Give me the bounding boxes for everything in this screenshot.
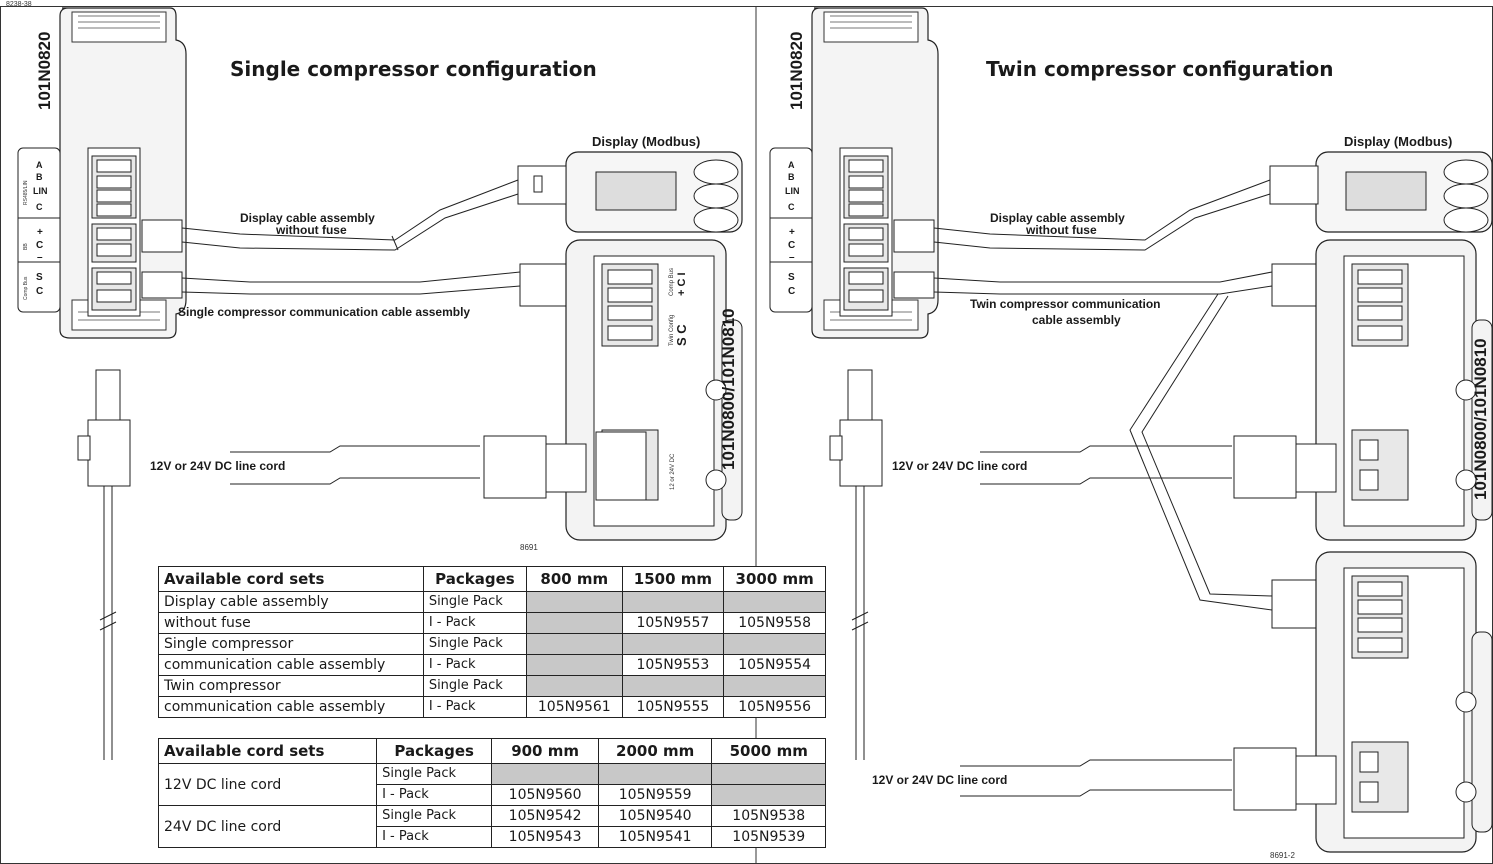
right-compressor-part: 101N0800/101N0810 <box>1471 338 1490 500</box>
display-label: Display (Modbus) <box>592 134 700 149</box>
display-unit <box>565 151 743 233</box>
left-title: Single compressor configuration <box>230 57 597 81</box>
svg-text:–: – <box>37 252 43 263</box>
table-row: Twin compressor Single Pack <box>158 675 826 697</box>
left-controller-part: 101N0820 <box>35 32 54 110</box>
svg-text:+ C I: + C I <box>676 272 688 296</box>
svg-text:Comp Bus: Comp Bus <box>669 268 675 296</box>
figure-id: 8238-38 <box>6 1 32 8</box>
svg-text:S: S <box>36 272 43 283</box>
right-panel: Twin compressor configuration 101N0820 A… <box>769 7 1493 860</box>
svg-text:S: S <box>788 272 795 283</box>
left-compressor-part: 101N0800/101N0810 <box>719 308 738 470</box>
svg-text:C: C <box>36 202 43 212</box>
twin-comm-label-2: cable assembly <box>1032 313 1121 327</box>
comm-cable-label: Single compressor communication cable as… <box>178 305 470 319</box>
svg-text:12 or 24V DC: 12 or 24V DC <box>670 453 676 490</box>
line-cord-right-1 <box>980 435 1337 499</box>
table-header: Available cord sets Packages 800 mm 1500… <box>158 566 826 592</box>
compressor-unit <box>565 239 743 541</box>
svg-text:LIN: LIN <box>785 186 800 196</box>
terminal-label-strip: A B LIN C + C – S C RS485/LIN BB Comp Bu… <box>23 160 48 300</box>
line-cord-label-right-1: 12V or 24V DC line cord <box>892 459 1027 473</box>
svg-text:C: C <box>788 240 795 251</box>
svg-text:C: C <box>788 286 795 297</box>
display-cable <box>141 179 519 253</box>
cord-sets-table-1: Available cord sets Packages 800 mm 1500… <box>158 566 826 718</box>
table-row: I - Pack 105N9543 105N9541 105N9539 <box>159 826 826 848</box>
display-label-right: Display (Modbus) <box>1344 134 1452 149</box>
display-unit-right <box>1315 151 1493 233</box>
cord-sets-table-2: Available cord sets Packages 900 mm 2000… <box>157 738 826 848</box>
right-ref: 8691-2 <box>1270 851 1295 860</box>
terminal-label-strip-right: A B LIN C + C – S C <box>785 160 800 297</box>
table-row: 12V DC line cord Single Pack <box>157 763 826 806</box>
svg-text:BB: BB <box>23 243 29 250</box>
svg-text:–: – <box>789 252 795 263</box>
table-row: I - Pack 105N9560 105N9559 <box>159 784 826 806</box>
svg-text:C: C <box>36 240 43 251</box>
frame-border <box>0 6 1493 864</box>
svg-text:Comp Bus: Comp Bus <box>23 276 29 300</box>
svg-text:A: A <box>36 160 43 170</box>
table-row: communication cable assembly I - Pack 10… <box>158 696 826 718</box>
svg-text:C: C <box>36 286 43 297</box>
line-cord-label: 12V or 24V DC line cord <box>150 459 285 473</box>
twin-comm-cable <box>893 263 1321 629</box>
table-row: Display cable assembly Single Pack <box>158 591 826 613</box>
left-ref: 8691 <box>520 543 538 552</box>
table-row: communication cable assembly I - Pack 10… <box>158 654 826 676</box>
svg-text:B: B <box>36 172 43 182</box>
display-cable-label-2: without fuse <box>275 223 347 237</box>
line-cord <box>230 431 647 501</box>
right-controller-part: 101N0820 <box>787 32 806 110</box>
svg-text:+: + <box>789 227 795 238</box>
line-cord-label-right-2: 12V or 24V DC line cord <box>872 773 1007 787</box>
table-row: without fuse I - Pack 105N9557 105N9558 <box>158 612 826 634</box>
right-title: Twin compressor configuration <box>986 57 1334 81</box>
svg-text:S C: S C <box>674 324 689 346</box>
table-row: 24V DC line cord Single Pack 105N9542 10… <box>157 805 826 848</box>
display-cable-label-1: Display cable assembly <box>240 211 375 225</box>
svg-text:B: B <box>788 172 795 182</box>
table-header: Available cord sets Packages 900 mm 2000… <box>157 738 826 764</box>
svg-text:RS485/LIN: RS485/LIN <box>23 180 29 205</box>
svg-text:A: A <box>788 160 795 170</box>
svg-text:+: + <box>37 227 43 238</box>
display-cable-right <box>893 179 1271 253</box>
display-cable-label-right-2: without fuse <box>1025 223 1097 237</box>
compressor-unit-right-1 <box>1315 239 1493 541</box>
svg-text:LIN: LIN <box>33 186 48 196</box>
svg-text:C: C <box>788 202 795 212</box>
left-panel: Single compressor configuration 101N0820… <box>17 7 743 761</box>
table-row: Single compressor Single Pack <box>158 633 826 655</box>
twin-comm-label-1: Twin compressor communication <box>970 297 1160 311</box>
compressor-unit-right-2 <box>1315 551 1493 853</box>
svg-text:Twin Config: Twin Config <box>669 315 675 346</box>
display-cable-label-right-1: Display cable assembly <box>990 211 1125 225</box>
comm-cable <box>141 263 569 307</box>
line-cord-right-2 <box>960 747 1337 811</box>
